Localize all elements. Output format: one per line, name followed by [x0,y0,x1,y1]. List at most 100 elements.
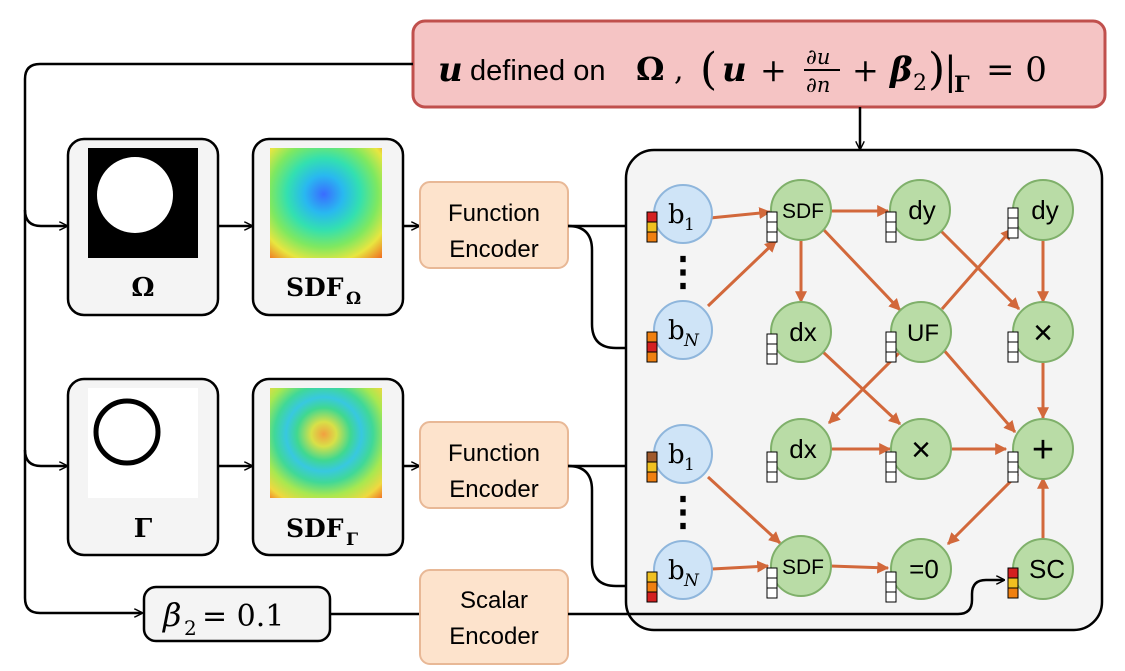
node-dx-1 [770,301,832,363]
uf-label: UF [907,320,939,347]
edge-sdf-uf [821,227,902,312]
slot-eq0-3 [885,591,897,603]
node-eq-zero [890,538,952,600]
slot-plus-2 [1007,461,1019,473]
plus-label: + [1032,429,1054,471]
feat-sc-2 [1007,577,1019,589]
graph-node-labels: b 1 b N b 1 b N SDF dy dy dx UF × dx × +… [663,195,1065,591]
slot-times2-2 [885,461,897,473]
node-dy-1 [889,179,951,241]
gamma-ring [93,398,161,466]
feat-b1t-2 [646,221,658,233]
slot-dy1-3 [885,231,897,243]
scalar-encoder-line2: Encoder [449,623,538,650]
slot-sdf-top-2 [766,221,778,233]
ring-heatmap-icon [270,388,382,498]
node-dx-2 [770,418,832,480]
slot-times2-3 [885,471,897,483]
bN-bottom-main: b [668,556,685,586]
slot-uf-1 [885,331,897,343]
slot-dy2-3 [1007,227,1019,239]
b1-bottom-main: b [668,440,685,470]
node-bN-top [653,300,713,360]
slot-dx2-2 [766,461,778,473]
dx-2-label: dx [789,434,816,464]
bN-top-main: b [668,316,685,346]
omega-label: Ω [131,273,154,303]
slot-eq0-2 [885,581,897,593]
feat-bNb-1 [646,571,658,583]
slot-eq0-1 [885,571,897,583]
slot-dx2-1 [766,451,778,463]
function-encoder-1-line1: Function [448,200,540,227]
function-encoder-1-line2: Encoder [449,236,538,263]
sdf-bottom-label: SDF [782,556,824,579]
sdf-top-label: SDF [782,200,824,223]
node-plus [1012,418,1074,480]
dy-2-label: dy [1031,195,1058,225]
feat-b1b-1 [646,451,658,463]
scalar-encoder [419,569,569,665]
edge-bN2-sdf2 [711,560,770,573]
slot-uf-2 [885,341,897,353]
ellipsis-bottom: ⋮ [663,488,703,535]
slot-sdf-top-1 [766,211,778,223]
b1-bottom-sub: 1 [684,455,695,475]
b1-top-main: b [668,200,685,230]
omega-disk [97,157,173,233]
slot-plus-1 [1007,451,1019,463]
function-encoder-2-line2: Encoder [449,476,538,503]
times-2-label: × [911,431,931,469]
feat-bNb-3 [646,591,658,603]
scalar-to-sc-arrow [568,580,1004,616]
encoder2-to-bN-arrow [567,464,643,586]
feat-bNt-2 [646,341,658,353]
scalar-encoder-line1: Scalar [460,587,528,614]
feat-b1b-3 [646,471,658,483]
feature-stacks [646,207,1019,603]
slot-dx2-3 [766,471,778,483]
eq-zero-label: =0 [909,554,939,584]
slot-dy2-2 [1007,217,1019,229]
beta-value: = 0.1 [202,599,284,634]
edge-b1-sdf [709,207,772,220]
slot-dx1-3 [766,353,778,365]
feed-omega-arrow [23,209,67,226]
sdf-gamma-subscript: Γ [346,530,358,550]
node-times-2 [890,418,952,480]
slot-times2-1 [885,451,897,463]
feat-sc-1 [1007,567,1019,579]
slot-times1-1 [1007,331,1019,343]
slot-sdf-top-3 [766,231,778,243]
times-1-label: × [1033,314,1053,352]
condition-frac-den: ∂n [806,73,830,97]
node-sdf-bottom [770,535,832,597]
sc-label: SC [1029,554,1065,584]
b1-top-sub: 1 [684,215,695,235]
edge-uf-dy2 [940,228,1014,310]
edge-plus-eq0 [946,472,1020,546]
condition-comma: , [674,53,684,88]
condition-feed-line [23,62,413,613]
condition-frac-num: ∂u [806,45,830,69]
slot-times1-3 [1007,351,1019,363]
gamma-label: Γ [134,514,153,544]
feat-bNb-2 [646,581,658,593]
function-encoder-2-line1: Function [448,440,540,467]
condition-close-paren: ) [928,44,945,95]
condition-u: u [438,50,463,90]
slot-dy1-1 [885,211,897,223]
condition-u2: u [722,50,747,90]
edge-bN-sdf [706,239,778,308]
slot-times1-2 [1007,341,1019,353]
condition-beta-sub: 2 [913,71,927,96]
slot-dy2-1 [1007,207,1019,219]
slot-sdf-bottom-1 [766,567,778,579]
slot-dx1-1 [766,333,778,345]
feat-b1t-3 [646,231,658,243]
beta-subscript: 2 [184,616,197,640]
slot-dx1-2 [766,343,778,355]
bN-top-sub: N [683,331,700,351]
slot-dy1-2 [885,221,897,233]
